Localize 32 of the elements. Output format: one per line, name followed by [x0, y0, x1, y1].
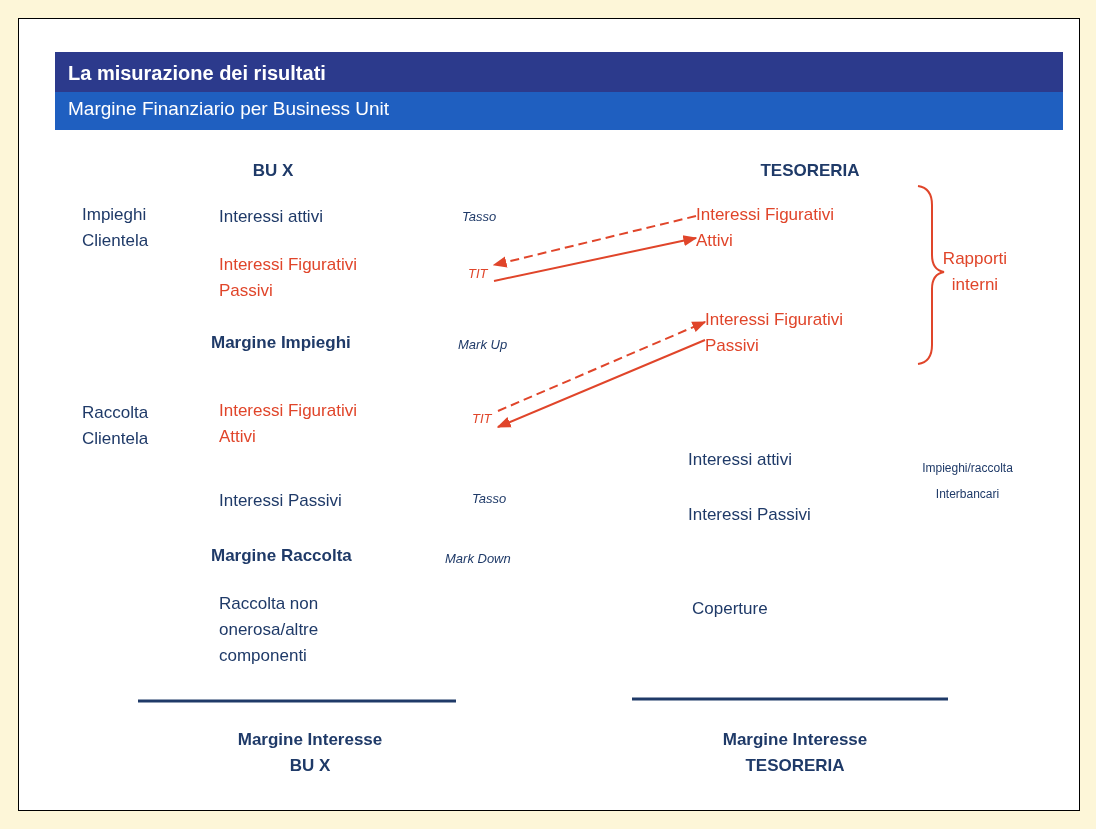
- rate-label: Mark Up: [458, 336, 509, 354]
- item-text: Interessi attivi: [688, 449, 793, 471]
- column-heading: BU X: [251, 160, 295, 182]
- subtitle: Margine Finanziario per Business Unit: [68, 97, 391, 121]
- figurative-interest-text: Interessi Figurativi Attivi: [696, 202, 871, 254]
- rate-label: TIT: [472, 406, 498, 432]
- rate-label: TIT: [468, 261, 494, 287]
- item-text: Interessi Passivi: [219, 490, 343, 512]
- row-heading: Raccolta Clientela: [82, 402, 150, 450]
- arrow: [497, 321, 707, 412]
- margin-text: Margine Impieghi: [211, 332, 352, 354]
- bracket-label: Rapporti interni: [941, 248, 1009, 296]
- arrow: [493, 235, 698, 282]
- rate-label: Mark Down: [445, 550, 512, 568]
- margin-text: Margine Raccolta: [211, 545, 353, 567]
- figurative-interest-text: Interessi Figurativi Attivi: [219, 400, 358, 448]
- note-text: Impieghi/raccolta Interbancari: [921, 460, 1014, 503]
- figurative-interest-text: Interessi Figurativi Passivi: [705, 307, 880, 359]
- item-text: Coperture: [692, 598, 769, 620]
- item-text: Interessi attivi: [219, 206, 324, 228]
- arrow: [492, 215, 697, 268]
- rate-label: Tasso: [472, 490, 508, 508]
- row-heading: Impieghi Clientela: [82, 204, 150, 252]
- item-text: Interessi Passivi: [688, 504, 812, 526]
- title: La misurazione dei risultati: [68, 61, 326, 86]
- rate-label: Tasso: [462, 208, 498, 226]
- arrow: [496, 339, 706, 428]
- total-text: Margine Interesse TESORERIA: [721, 729, 869, 777]
- figurative-interest-text: Interessi Figurativi Passivi: [219, 254, 358, 302]
- item-text: Raccolta non onerosa/altre componenti: [219, 593, 320, 667]
- column-heading: TESORERIA: [759, 160, 861, 182]
- total-text: Margine Interesse BU X: [236, 729, 384, 777]
